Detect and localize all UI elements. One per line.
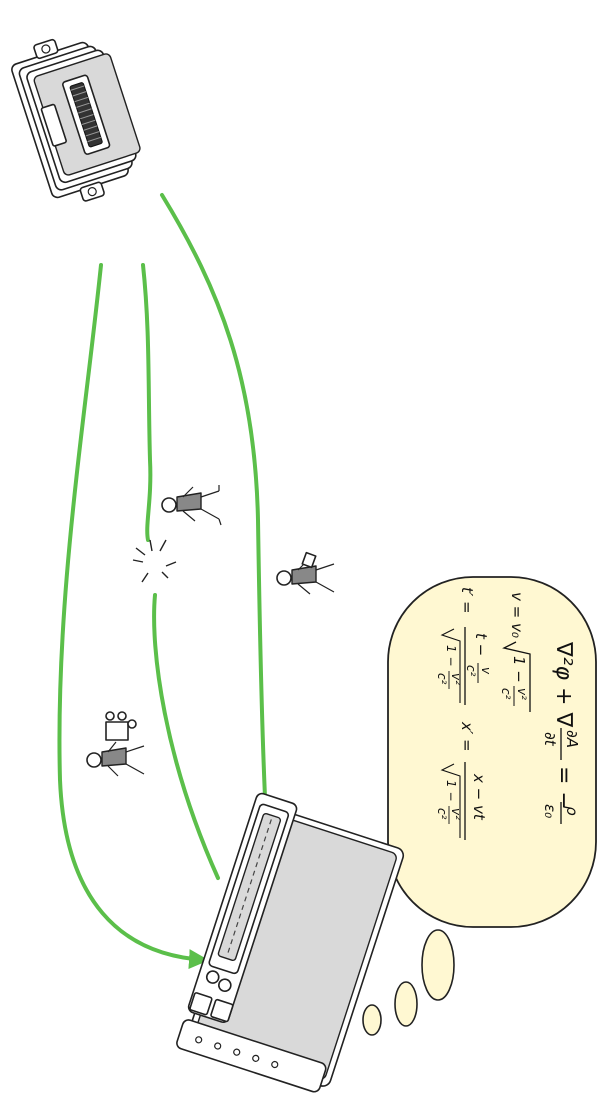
thought-dot-large [422,930,454,1000]
svg-text:c²: c² [435,673,449,685]
path-left [59,265,205,960]
svg-text:t −: t − [472,633,490,656]
walking-figure-with-cart-icon [87,712,144,776]
svg-text:∂t: ∂t [541,732,559,747]
svg-text:∇²φ + ∇: ∇²φ + ∇ [551,641,576,727]
walking-figure-icon [162,485,221,525]
svg-text:v²: v² [515,688,529,700]
svg-text:c²: c² [499,688,513,700]
thought-bubble: ∇²φ + ∇ ∂A ∂t = − ρ ε₀ v = v₀ 1 − v² c² [363,577,596,1035]
svg-text:∂A: ∂A [563,730,581,748]
laptop-icon [175,792,408,1096]
ecu-module-icon [7,24,151,210]
svg-text:ρ: ρ [563,806,581,816]
svg-text:1 −: 1 − [510,656,528,683]
path-middle-lower [154,595,218,878]
transfer-paths [59,195,266,960]
svg-text:1 −: 1 − [444,780,458,802]
svg-text:v²: v² [449,673,463,685]
spark-icon [133,540,176,582]
svg-text:x′ =: x′ = [458,721,476,752]
walking-figure-with-parcel-icon [277,553,334,594]
svg-text:v = v₀: v = v₀ [508,592,526,638]
thought-dot-small [363,1005,381,1035]
svg-text:v²: v² [449,808,463,820]
svg-text:x − vt: x − vt [470,773,488,821]
svg-text:c²: c² [464,665,478,677]
bubble-body [388,577,596,927]
svg-text:v: v [479,667,493,675]
thought-dot-medium [395,982,417,1026]
svg-text:c²: c² [435,808,449,820]
svg-text:t′ =: t′ = [458,587,476,614]
svg-text:ε₀: ε₀ [541,804,559,818]
path-middle-upper [143,265,150,540]
svg-text:1 −: 1 − [444,645,458,667]
